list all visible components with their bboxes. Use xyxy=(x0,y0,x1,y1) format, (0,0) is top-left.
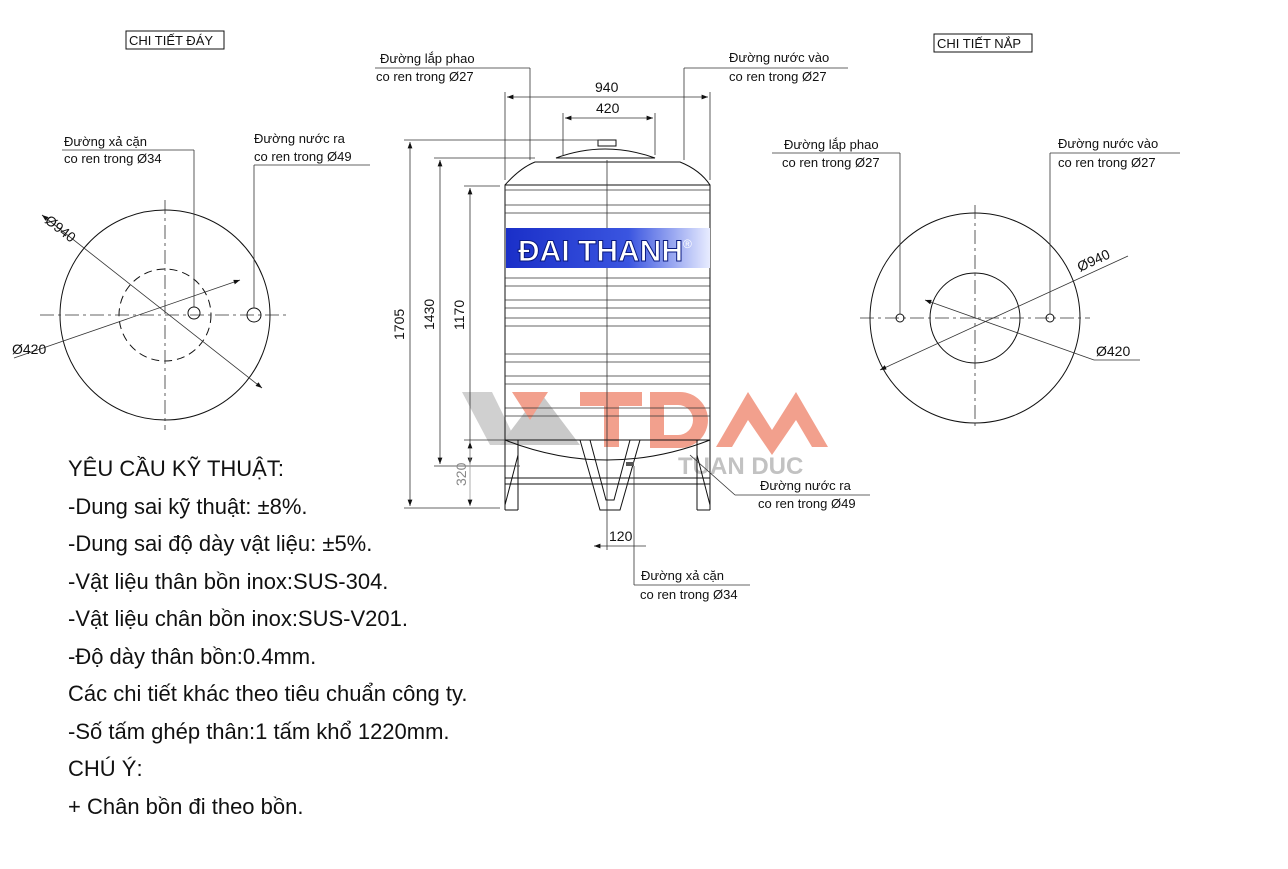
inner-diameter-label: Ø420 xyxy=(12,341,46,357)
dim-total-height: 1705 xyxy=(391,309,407,340)
dim-1430: 1430 xyxy=(421,299,437,330)
requirement-line: -Số tấm ghép thân:1 tấm khổ 1220mm. xyxy=(68,718,450,744)
lid-inner-diameter: Ø420 xyxy=(1096,343,1130,359)
drain-hole xyxy=(187,306,201,320)
lid-view-title: CHI TIẾT NẮP xyxy=(937,36,1021,51)
outer-diameter-label: Ø940 xyxy=(42,212,79,246)
front-drain-label: Đường xả cặn xyxy=(641,568,724,583)
requirement-line: -Vật liệu thân bồn inox:SUS-304. xyxy=(68,568,389,594)
lid-outer-diameter: Ø940 xyxy=(1075,246,1113,275)
tank-front-view: TUAN DUC ĐAI THANH ® xyxy=(375,50,870,602)
brand-band xyxy=(506,228,710,268)
lid-float-label: Đường lắp phao xyxy=(784,137,879,152)
dim-drain-offset: 120 xyxy=(609,528,633,544)
dim-width: 940 xyxy=(595,79,619,95)
outlet-spec: co ren trong Ø49 xyxy=(254,149,352,164)
dim-1170: 1170 xyxy=(451,300,467,330)
requirement-line: Các chi tiết khác theo tiêu chuẩn công t… xyxy=(68,681,468,706)
drain-label: Đường xả cặn xyxy=(64,134,147,149)
front-inlet-spec: co ren trong Ø27 xyxy=(729,69,827,84)
requirement-line: -Độ dày thân bồn:0.4mm. xyxy=(68,643,317,669)
lid-detail-view: CHI TIẾT NẮP Đường lắp phao co ren trong… xyxy=(772,33,1180,430)
tdm-watermark: TUAN DUC xyxy=(462,392,828,480)
watermark-subtext: TUAN DUC xyxy=(678,453,803,480)
front-inlet-label: Đường nước vào xyxy=(729,50,829,65)
lid-float-spec: co ren trong Ø27 xyxy=(782,155,880,170)
lid-inlet-label: Đường nước vào xyxy=(1058,136,1158,151)
bottom-detail-view: CHI TIẾT ĐÁY Đường xả cặn co ren trong Ø… xyxy=(12,30,370,430)
requirements-heading: YÊU CẦU KỸ THUẬT: xyxy=(68,456,284,481)
requirement-line: -Dung sai kỹ thuật: ±8%. xyxy=(68,493,308,519)
brand-registered-mark: ® xyxy=(683,237,692,251)
dim-leg: 320 xyxy=(453,462,469,486)
note-heading: CHÚ Ý: xyxy=(68,756,143,781)
bottom-view-title: CHI TIẾT ĐÁY xyxy=(129,33,213,48)
lid-inlet-spec: co ren trong Ø27 xyxy=(1058,155,1156,170)
dim-lid: 420 xyxy=(596,100,620,116)
front-outlet-label: Đường nước ra xyxy=(760,478,852,493)
front-drain-spec: co ren trong Ø34 xyxy=(640,587,738,602)
brand-logo: ĐAI THANH xyxy=(518,235,683,268)
drain-spec: co ren trong Ø34 xyxy=(64,151,162,166)
front-float-label: Đường lắp phao xyxy=(380,51,475,66)
requirement-line: -Dung sai độ dày vật liệu: ±5%. xyxy=(68,531,373,556)
front-float-spec: co ren trong Ø27 xyxy=(376,69,474,84)
note-line: + Chân bồn đi theo bồn. xyxy=(68,793,304,819)
front-outlet-spec: co ren trong Ø49 xyxy=(758,496,856,511)
technical-requirements: YÊU CẦU KỸ THUẬT: -Dung sai kỹ thuật: ±8… xyxy=(68,450,468,825)
requirement-line: -Vật liệu chân bồn inox:SUS-V201. xyxy=(68,606,408,631)
outlet-label: Đường nước ra xyxy=(254,131,346,146)
bottom-view-title-box xyxy=(125,30,225,50)
